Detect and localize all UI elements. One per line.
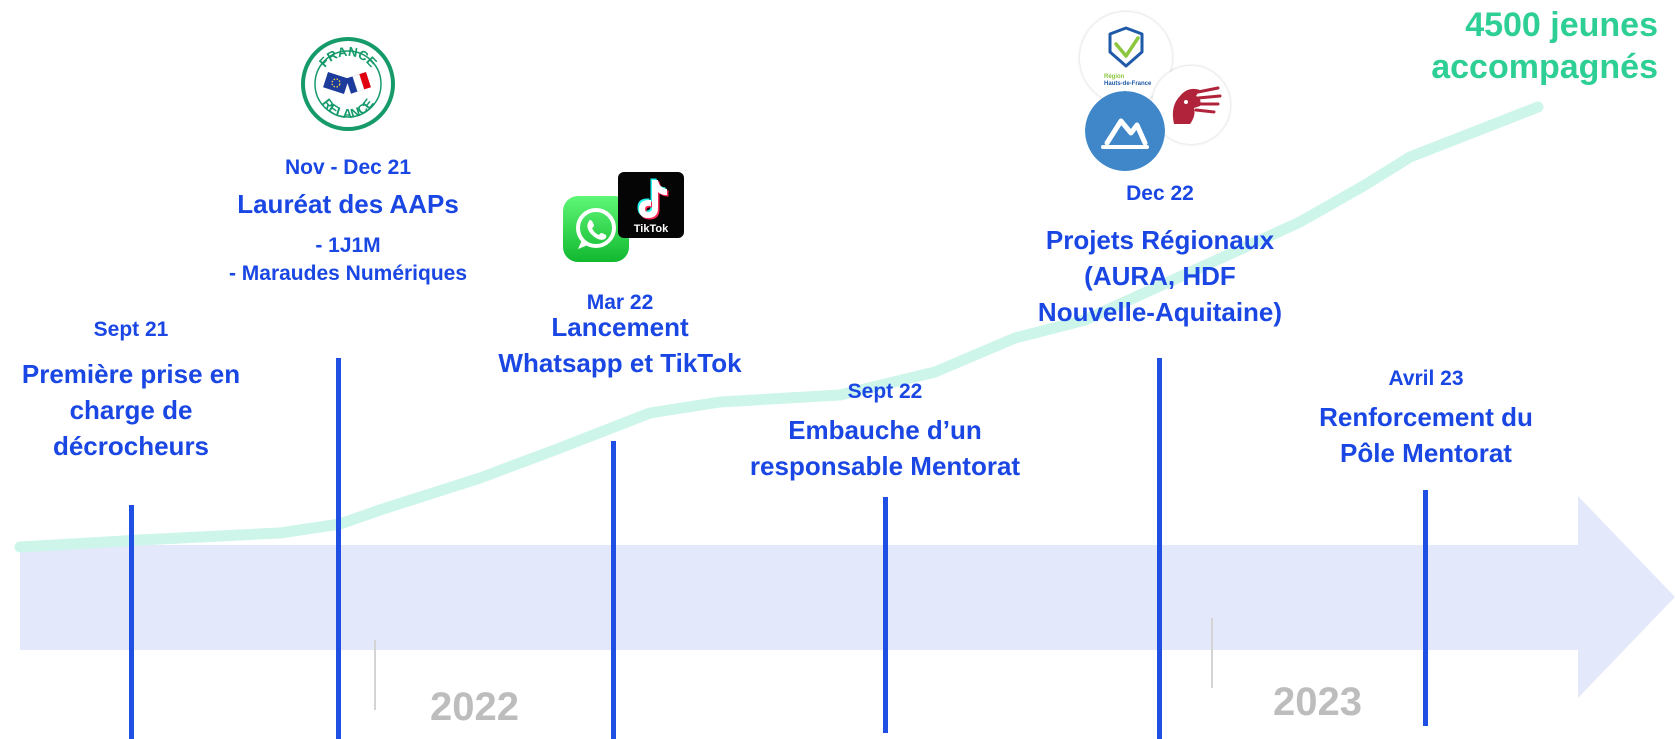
milestone-title-line: Pôle Mentorat bbox=[1340, 438, 1512, 468]
milestone-date: Dec 22 bbox=[1126, 182, 1194, 205]
auvergne-rhone-alpes-logo bbox=[1085, 91, 1165, 171]
milestone-date: Avril 23 bbox=[1388, 367, 1464, 390]
milestone-title-line: Première prise en bbox=[21, 359, 241, 389]
milestone-date: Nov - Dec 21 bbox=[284, 156, 412, 179]
milestone-title: Projets Régionaux (AURA, HDF Nouvelle-Aq… bbox=[1000, 222, 1320, 330]
milestone-sept-21: Sept 21 Première prise en charge de décr… bbox=[0, 318, 262, 464]
logo-text: Région bbox=[1104, 74, 1125, 80]
milestone-date: Sept 22 bbox=[847, 380, 923, 403]
milestone-line-mar-22 bbox=[611, 441, 616, 739]
year-separator-2023 bbox=[1211, 618, 1213, 688]
milestone-avril-23: Avril 23 Renforcement du Pôle Mentorat bbox=[1280, 367, 1572, 471]
milestone-title-line: Renforcement du bbox=[1319, 402, 1533, 432]
milestone-title-line: Embauche d’un bbox=[788, 415, 982, 445]
milestone-nov-dec-21: Nov - Dec 21 Lauréat des AAPs - 1J1M - M… bbox=[198, 156, 498, 288]
milestone-title-line: Lancement bbox=[551, 312, 689, 342]
milestone-title-line: (AURA, HDF bbox=[1084, 261, 1236, 291]
milestone-title-line: décrocheurs bbox=[52, 431, 210, 461]
whatsapp-icon bbox=[563, 196, 629, 262]
milestone-line-nov-dec-21 bbox=[336, 358, 341, 739]
milestone-title-line: charge de bbox=[69, 395, 193, 425]
milestone-title: Lancement Whatsapp et TikTok bbox=[470, 309, 770, 381]
growth-curve bbox=[14, 101, 1544, 553]
hauts-de-france-logo: Région Hauts-de-France bbox=[1080, 12, 1172, 104]
timeline-arrow-band bbox=[20, 496, 1675, 698]
tiktok-icon: TikTok bbox=[618, 172, 684, 238]
milestone-title-line: Whatsapp et TikTok bbox=[498, 348, 742, 378]
milestone-title-line: responsable Mentorat bbox=[749, 451, 1021, 481]
year-label-2023: 2023 bbox=[1273, 680, 1362, 724]
milestone-title-line: Lauréat des AAPs bbox=[237, 189, 459, 219]
year-separator-2022 bbox=[374, 640, 376, 710]
milestone-line-dec-22 bbox=[1157, 358, 1162, 739]
milestone-sept-22: Sept 22 Embauche d’un responsable Mentor… bbox=[720, 380, 1050, 484]
milestone-date: Mar 22 bbox=[586, 291, 654, 314]
nouvelle-aquitaine-logo bbox=[1152, 66, 1230, 144]
milestone-title: Première prise en charge de décrocheurs bbox=[0, 356, 262, 464]
tiktok-wordmark: TikTok bbox=[634, 223, 669, 235]
milestone-dec-22: Dec 22 Projets Régionaux (AURA, HDF Nouv… bbox=[1000, 182, 1320, 330]
milestone-title: Renforcement du Pôle Mentorat bbox=[1280, 399, 1572, 471]
milestone-subtitle: - 1J1M - Maraudes Numériques bbox=[198, 232, 498, 288]
milestone-title-line: Projets Régionaux bbox=[1045, 225, 1275, 255]
milestone-date: Sept 21 bbox=[93, 318, 169, 341]
milestone-line-sept-22 bbox=[883, 497, 888, 733]
milestone-mar-22: Mar 22 Lancement Whatsapp et TikTok bbox=[470, 291, 770, 381]
milestone-sub-line: - Maraudes Numériques bbox=[228, 262, 468, 285]
milestone-title: Lauréat des AAPs bbox=[198, 186, 498, 222]
headline-line-1: 4500 jeunes bbox=[1465, 6, 1658, 44]
headline-line-2: accompagnés bbox=[1431, 48, 1658, 86]
milestone-title-line: Nouvelle-Aquitaine) bbox=[1037, 297, 1283, 327]
milestone-line-avril-23 bbox=[1423, 490, 1428, 726]
france-relance-logo: FRANCE RELANCE bbox=[300, 36, 396, 132]
logo-text: Hauts-de-France bbox=[1104, 81, 1152, 87]
milestone-line-sept-21 bbox=[129, 505, 134, 739]
milestone-sub-line: - 1J1M bbox=[315, 234, 381, 257]
headline: 4500 jeunes accompagnés bbox=[1431, 4, 1658, 88]
year-label-2022: 2022 bbox=[430, 685, 519, 729]
milestone-title: Embauche d’un responsable Mentorat bbox=[720, 412, 1050, 484]
